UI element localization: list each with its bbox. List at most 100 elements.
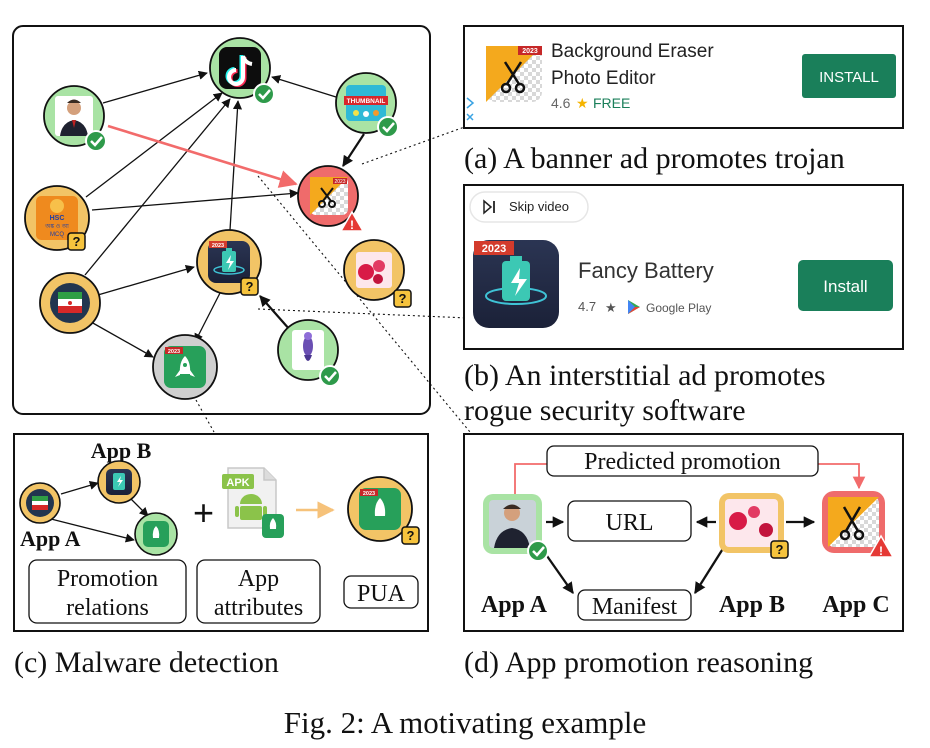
warning-badge: ! xyxy=(339,210,365,232)
google-play-icon xyxy=(628,300,640,314)
predicted-promotion-label: Predicted promotion xyxy=(584,449,781,475)
edge-hsc-eraser xyxy=(91,189,299,211)
tiktok-icon xyxy=(225,55,253,87)
battery-icon xyxy=(213,248,245,275)
detection-node-battery xyxy=(97,460,141,504)
edge-flag-tiktok xyxy=(84,98,231,276)
node-flag[interactable] xyxy=(39,272,101,334)
verified-badge xyxy=(319,365,341,387)
node-person[interactable] xyxy=(43,85,107,152)
app-attributes-line2: attributes xyxy=(214,595,303,621)
reasoning-edges xyxy=(539,516,816,594)
promotion-relations-line1: Promotion xyxy=(57,566,158,592)
edge-person-eraser-predicted xyxy=(107,124,298,188)
node-eraser-year: 2023 xyxy=(334,179,345,185)
node-tiktok[interactable] xyxy=(209,37,275,105)
app-attributes-line1: App xyxy=(238,566,279,592)
scissors-icon xyxy=(500,61,526,94)
scissors-icon xyxy=(839,506,865,541)
connector-battery-interstitial xyxy=(257,308,469,319)
detection-result-node: 2023 ? xyxy=(347,476,420,545)
url-label: URL xyxy=(606,510,654,536)
interstitial-rating: 4.7 xyxy=(578,299,596,314)
detection-result-year: 2023 xyxy=(363,491,375,497)
promotion-relations-box: Promotion relations xyxy=(28,559,187,624)
unknown-badge xyxy=(401,526,420,545)
svg-text:?: ? xyxy=(73,234,81,249)
rose-icon xyxy=(358,260,385,284)
unknown-badge: ? xyxy=(240,277,259,296)
node-parrot[interactable] xyxy=(277,319,341,387)
url-box: URL xyxy=(567,500,692,542)
skip-video-button[interactable]: Skip video xyxy=(469,191,589,223)
hsc-line1: HSC xyxy=(50,215,65,222)
connector-rocket-detection xyxy=(195,399,215,433)
banner-ad-icon-year: 2023 xyxy=(522,48,538,55)
interstitial-app-name: Fancy Battery xyxy=(578,258,714,283)
banner-ad-install-button[interactable]: INSTALL xyxy=(802,54,896,98)
edge-flag-battery xyxy=(90,264,195,298)
banner-ad-price: FREE xyxy=(593,95,630,111)
svg-text:!: ! xyxy=(879,544,883,558)
edge-thumbnail-eraser xyxy=(342,133,365,167)
edge-flag-rocket xyxy=(83,317,154,358)
caption-c: (c) Malware detection xyxy=(14,646,279,679)
reasoning-app-a-icon xyxy=(483,494,549,562)
skip-video-label: Skip video xyxy=(509,199,569,214)
node-rocket[interactable]: 2023 xyxy=(152,334,218,400)
manifest-box: Manifest xyxy=(577,589,692,621)
reasoning-app-a-label: App A xyxy=(481,592,548,618)
verified-badge xyxy=(527,540,549,562)
interstitial-icon-year: 2023 xyxy=(482,243,506,255)
interstitial-install-button[interactable]: Install xyxy=(798,260,893,311)
node-battery[interactable]: 2023 ? xyxy=(196,229,262,296)
reasoning-app-b-icon: ? xyxy=(719,493,789,559)
scissors-icon xyxy=(318,187,336,208)
interstitial-install-label: Install xyxy=(823,277,867,296)
node-battery-year: 2023 xyxy=(212,243,224,249)
edge-thumbnail-tiktok xyxy=(271,75,337,98)
battery-icon xyxy=(511,268,527,296)
svg-text:!: ! xyxy=(350,218,354,232)
hsc-line2: অঙ্ক ও আ xyxy=(44,224,70,230)
person-icon xyxy=(60,99,88,136)
app-attributes-box: App attributes xyxy=(196,559,321,624)
apk-file-icon: APK xyxy=(222,467,284,538)
apk-label: APK xyxy=(226,477,249,489)
rocket-icon xyxy=(175,356,195,377)
detection-node-flag xyxy=(19,482,61,524)
graph-panel xyxy=(12,25,431,415)
svg-text:?: ? xyxy=(407,528,415,543)
caption-d: (d) App promotion reasoning xyxy=(464,646,813,679)
banner-ad-app-icon: 2023 xyxy=(486,46,542,102)
unknown-badge: ? xyxy=(67,232,86,251)
verified-badge xyxy=(253,83,275,105)
detection-app-a-label: App A xyxy=(20,526,81,551)
node-eraser[interactable]: 2023 ! xyxy=(297,165,365,232)
adchoices-icon[interactable] xyxy=(466,97,475,121)
detection-node-rocket xyxy=(134,512,178,556)
connector-graph-reasoning xyxy=(257,175,471,433)
banner-ad-rating: 4.6 xyxy=(551,95,571,111)
hsc-line3: MCQ xyxy=(50,232,64,238)
panel-connectors xyxy=(195,124,471,433)
svg-text:?: ? xyxy=(776,542,784,557)
caption-b-line1: (b) An interstitial ad promotes xyxy=(464,359,826,392)
svg-text:?: ? xyxy=(399,291,407,306)
banner-ad-app-name-line2: Photo Editor xyxy=(551,68,656,89)
star-icon: ★ xyxy=(576,95,589,111)
warning-badge: ! xyxy=(867,534,895,558)
node-thumbnail[interactable]: THUMBNAIL xyxy=(335,72,399,138)
verified-badge xyxy=(85,130,107,152)
banner-ad-app-name-line1: Background Eraser xyxy=(551,41,714,62)
node-rocket-year: 2023 xyxy=(168,349,180,355)
node-rose[interactable]: ? xyxy=(343,239,412,308)
pua-label: PUA xyxy=(357,581,406,607)
edge-parrot-battery xyxy=(259,295,291,331)
caption-a: (a) A banner ad promotes trojan xyxy=(464,142,845,175)
node-hsc[interactable]: HSC অঙ্ক ও আ MCQ ? xyxy=(24,185,90,251)
android-icon xyxy=(235,494,267,520)
plus-icon: + xyxy=(193,492,214,533)
